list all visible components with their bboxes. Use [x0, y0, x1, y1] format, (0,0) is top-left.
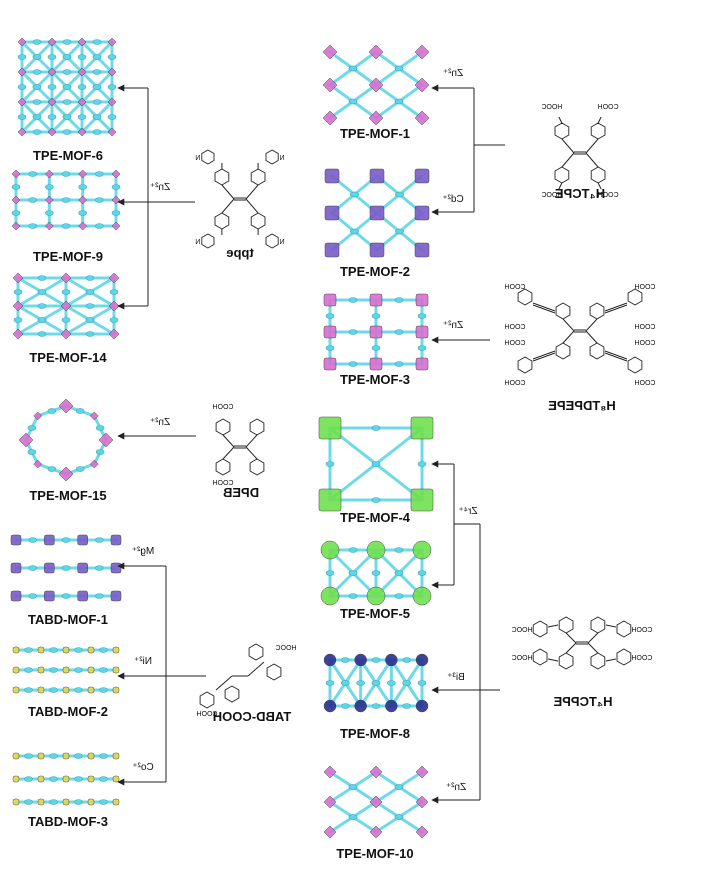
mof-labels: TPE-MOF-6 TPE-MOF-9 TPE-MOF-14 TPE-MOF-1… — [28, 126, 414, 861]
metal-ion-labels: Zn²⁺ Zn²⁺ Mg²⁺ Ni²⁺ Co²⁺ Zn²⁺ Cd²⁺ Zn²⁺ … — [132, 68, 478, 793]
reaction-arrows — [117, 84, 505, 804]
svg-text:COOH: COOH — [197, 711, 218, 718]
label-tabd-mof-2: TABD-MOF-2 — [28, 704, 108, 719]
svg-text:HOOC: HOOC — [541, 192, 562, 199]
label-tpe-mof-10: TPE-MOF-10 — [336, 846, 413, 861]
label-tpe-mof-4: TPE-MOF-4 — [340, 510, 411, 525]
ligand-tabd-cooh: COOH HOOC — [197, 643, 297, 718]
svg-text:HOOC: HOOC — [541, 104, 562, 111]
tcpe-bracket-line — [473, 88, 505, 212]
ion-mg: Mg²⁺ — [132, 546, 155, 557]
ligand-name-tppe: tppe — [226, 245, 253, 260]
label-tpe-mof-2: TPE-MOF-2 — [340, 264, 410, 279]
ion-co: Co²⁺ — [132, 762, 153, 773]
structure-tabd-mof-1 — [10, 534, 122, 602]
ion-zn-tcppe: Zn²⁺ — [446, 782, 466, 793]
svg-text:COOH: COOH — [213, 404, 234, 411]
svg-text:N: N — [195, 155, 200, 162]
label-tpe-mof-6: TPE-MOF-6 — [33, 148, 103, 163]
ligand-dpeb: COOH COOH — [213, 404, 265, 487]
ion-zr: Zr⁴⁺ — [458, 506, 477, 517]
svg-text:COOH: COOH — [505, 380, 526, 387]
svg-text:COOH: COOH — [635, 324, 656, 331]
svg-text:COOH: COOH — [505, 340, 526, 347]
svg-text:COOH: COOH — [213, 480, 234, 487]
structure-tpe-mof-1 — [322, 44, 430, 126]
structure-tpe-mof-14 — [12, 272, 120, 340]
ion-cd: Cd²⁺ — [442, 194, 463, 205]
svg-text:N: N — [195, 239, 200, 246]
svg-text:HOOC: HOOC — [512, 655, 533, 662]
label-tpe-mof-15: TPE-MOF-15 — [29, 488, 106, 503]
label-tabd-mof-3: TABD-MOF-3 — [28, 814, 108, 829]
ligand-names: tppe DPEB TABD-COOH H₄TCPE H₈TDPEPE H₄TC… — [213, 186, 616, 724]
ligand-name-h8tdpepe: H₈TDPEPE — [548, 398, 616, 413]
svg-text:COOH: COOH — [598, 192, 619, 199]
svg-text:N: N — [280, 239, 285, 246]
ligand-tppe: N N N N — [195, 149, 285, 249]
ion-bi: Bi³⁺ — [447, 672, 465, 683]
svg-text:COOH: COOH — [635, 340, 656, 347]
ligand-name-tabd-cooh: TABD-COOH — [213, 709, 291, 724]
ligand-h8tdpepe: COOH COOH COOH COOH COOH COOH COOH COOH — [505, 284, 656, 387]
label-tpe-mof-8: TPE-MOF-8 — [340, 726, 410, 741]
svg-text:HOOC: HOOC — [276, 645, 297, 652]
structure-tabd-mof-3 — [12, 752, 120, 806]
structure-tpe-mof-15 — [18, 398, 114, 482]
label-tabd-mof-1: TABD-MOF-1 — [28, 612, 108, 627]
structure-tpe-mof-10 — [323, 765, 429, 839]
svg-text:COOH: COOH — [631, 655, 652, 662]
structure-tpe-mof-5 — [320, 540, 432, 606]
svg-text:N: N — [280, 155, 285, 162]
ion-zn-dpeb: Zn²⁺ — [150, 417, 170, 428]
structure-tpe-mof-6 — [17, 37, 117, 137]
ligand-name-h4tcppe: H₄TCPPE — [553, 694, 612, 709]
ligand-h4tcpe: HOOC COOH HOOC COOH — [541, 104, 618, 199]
structure-tpe-mof-3 — [323, 293, 429, 371]
svg-text:COOH: COOH — [598, 104, 619, 111]
svg-text:HOOC: HOOC — [512, 627, 533, 634]
label-tpe-mof-5: TPE-MOF-5 — [340, 606, 410, 621]
structure-tpe-mof-4 — [318, 416, 434, 512]
structure-tpe-mof-9 — [11, 169, 121, 231]
structure-tpe-mof-2 — [324, 168, 430, 258]
label-tpe-mof-14: TPE-MOF-14 — [29, 350, 107, 365]
framework-structure-images — [10, 37, 434, 839]
ligand-name-dpeb: DPEB — [223, 485, 259, 500]
svg-text:COOH: COOH — [635, 284, 656, 291]
label-tpe-mof-3: TPE-MOF-3 — [340, 372, 410, 387]
svg-text:COOH: COOH — [505, 324, 526, 331]
svg-text:COOH: COOH — [631, 627, 652, 634]
structure-tpe-mof-8 — [323, 653, 429, 713]
ligand-name-h4tcpe: H₄TCPE — [555, 186, 606, 201]
ligand-h4tcppe: HOOC COOH HOOC COOH — [512, 616, 652, 670]
label-tpe-mof-1: TPE-MOF-1 — [340, 126, 410, 141]
svg-text:COOH: COOH — [505, 284, 526, 291]
ion-zn-tppe: Zn²⁺ — [150, 182, 170, 193]
svg-text:COOH: COOH — [635, 380, 656, 387]
structure-tabd-mof-2 — [12, 646, 120, 694]
ion-zn-tcpe: Zn²⁺ — [443, 68, 463, 79]
ion-zn-tdpepe: Zn²⁺ — [443, 320, 463, 331]
label-tpe-mof-9: TPE-MOF-9 — [33, 249, 103, 264]
ion-ni: Ni²⁺ — [134, 656, 152, 667]
